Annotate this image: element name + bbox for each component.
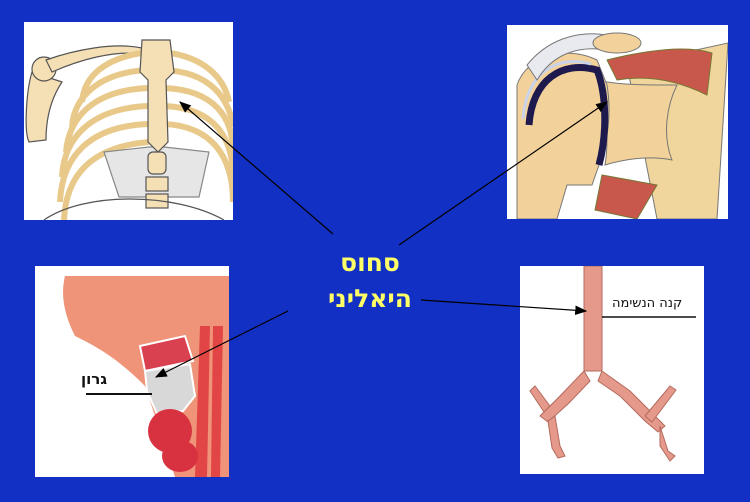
larynx-label: גרון [81,370,108,388]
larynx-illustration [35,266,229,477]
title-line-2: היאליני [328,284,412,313]
trachea-illustration [520,266,704,474]
shoulder-joint-illustration [507,25,728,219]
ribcage-drawing [25,39,233,220]
shoulder-joint-drawing [516,32,728,219]
trachea-label: קנה הנשימה [612,296,683,311]
ribcage-illustration [24,22,233,220]
larynx-drawing [63,276,229,477]
title-line-1: סחוס [340,248,400,277]
trachea-drawing [529,266,696,462]
